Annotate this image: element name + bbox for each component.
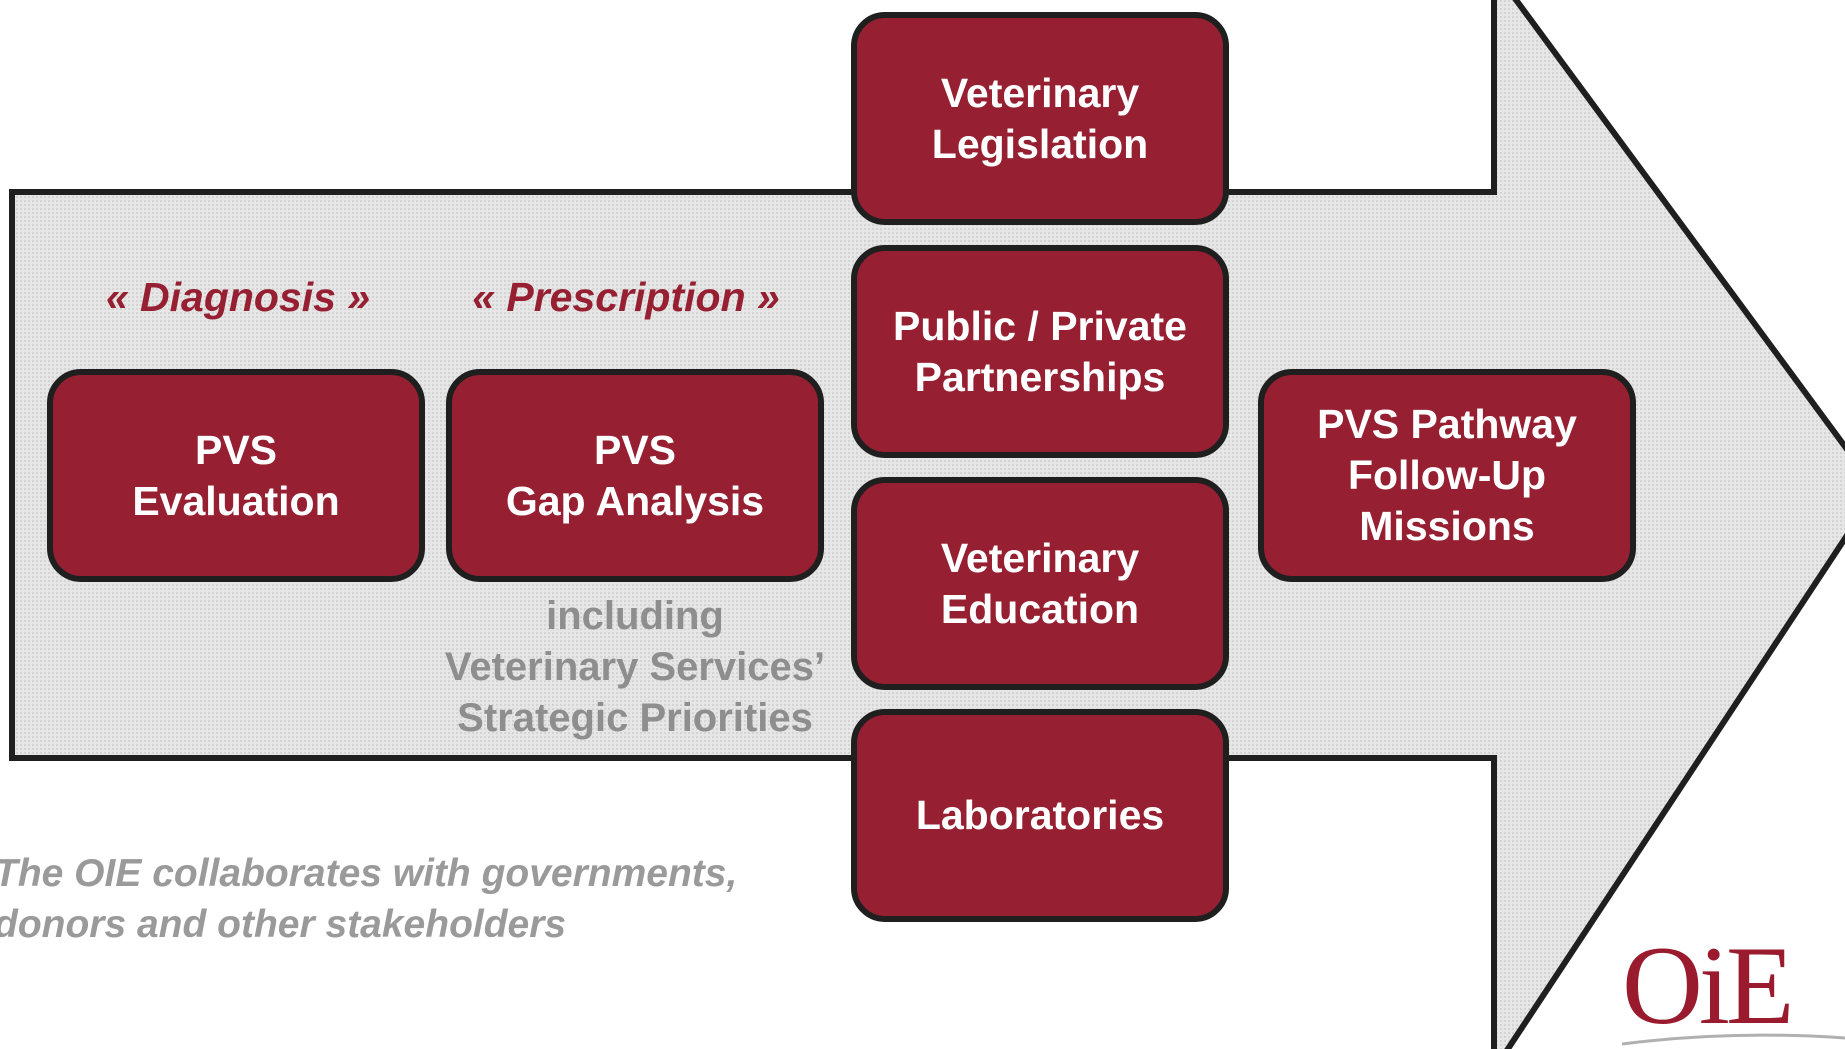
collab-line: The OIE collaborates with governments, — [0, 852, 738, 895]
box-line: PVS — [593, 426, 677, 473]
box-line: Veterinary — [940, 69, 1140, 116]
veterinary-education-box: Veterinary Education — [851, 477, 1229, 690]
box-line: Public / Private — [893, 302, 1187, 349]
box-line: PVS Pathway — [1317, 401, 1577, 447]
collab-line: donors and other stakeholders — [0, 903, 567, 946]
collaboration-note: The OIE collaborates with governments, d… — [0, 848, 737, 950]
box-line: Laboratories — [915, 792, 1165, 838]
gap-analysis-note: including Veterinary Services’ Strategic… — [425, 591, 845, 744]
box-line: Partnerships — [914, 353, 1166, 400]
note-line: including — [546, 594, 724, 638]
box-line: Follow-Up — [1347, 452, 1547, 498]
pvs-gap-analysis-box: PVS Gap Analysis — [446, 369, 824, 582]
pvs-evaluation-box: PVS Evaluation — [47, 369, 425, 582]
box-line: Legislation — [931, 120, 1149, 167]
box-line: Education — [940, 585, 1140, 632]
prescription-label: « Prescription » — [472, 274, 780, 320]
public-private-partnerships-box: Public / Private Partnerships — [851, 245, 1229, 458]
box-line: Gap Analysis — [505, 477, 765, 524]
diagnosis-label: « Diagnosis » — [105, 274, 371, 320]
note-line: Strategic Priorities — [457, 696, 813, 740]
laboratories-box: Laboratories — [851, 709, 1229, 922]
logo-swoosh-icon — [1622, 1033, 1845, 1046]
note-line: Veterinary Services’ — [444, 645, 826, 689]
oie-logo-icon: OiE — [1622, 930, 1845, 1049]
veterinary-legislation-box: Veterinary Legislation — [851, 12, 1229, 225]
box-line: Evaluation — [132, 477, 340, 524]
logo-text: OiE — [1622, 930, 1794, 1048]
pvs-follow-up-missions-box: PVS Pathway Follow-Up Missions — [1258, 369, 1636, 582]
box-line: Veterinary — [940, 534, 1140, 581]
box-line: PVS — [194, 426, 278, 473]
box-line: Missions — [1359, 503, 1535, 549]
